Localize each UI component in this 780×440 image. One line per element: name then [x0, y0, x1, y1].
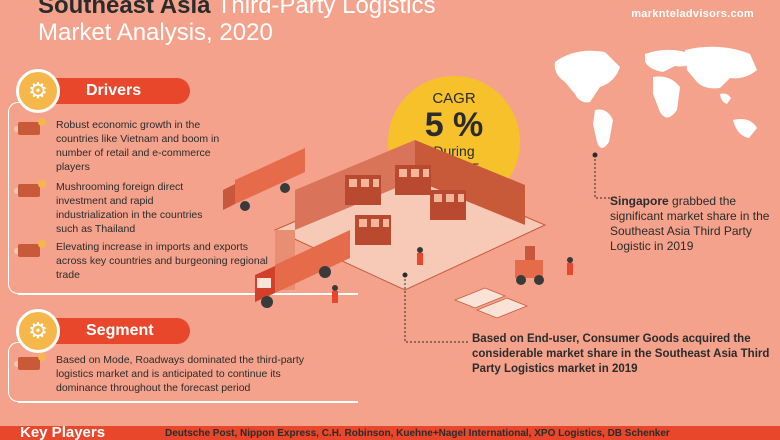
region-callout: Singapore grabbed the significant market…: [610, 194, 775, 254]
page-title: Southeast Asia Third-Party Logistics Mar…: [38, 0, 435, 46]
website-label: marknteladvisors.com: [631, 8, 754, 20]
key-players-heading: Key Players: [20, 424, 106, 440]
region-name: Singapore: [610, 194, 669, 208]
driver-item: Robust economic growth in the countries …: [14, 118, 314, 174]
world-map: [554, 46, 757, 148]
segment-item: Based on Mode, Roadways dominated the th…: [14, 353, 314, 395]
title-subline: Market Analysis, 2020: [38, 19, 273, 46]
cagr-label: CAGR: [432, 90, 476, 107]
drivers-heading: Drivers: [40, 78, 190, 104]
region-leader-line: [592, 152, 612, 199]
segment-bracket-tail: [18, 401, 358, 403]
driver-text: Mushrooming foreign direct investment an…: [56, 181, 203, 235]
driver-item: Mushrooming foreign direct investment an…: [14, 180, 314, 236]
warehouse-illustration: [223, 140, 573, 319]
region-text: grabbed the significant market share in …: [610, 194, 770, 253]
key-players-bar: [0, 426, 780, 440]
segment-heading-label: Segment: [86, 322, 154, 339]
title-region: Southeast Asia: [38, 0, 211, 19]
hand-coin-icon: [14, 353, 46, 375]
gears-icon: ⚙: [16, 69, 60, 113]
cagr-value: 5 %: [424, 106, 484, 144]
drivers-bracket-tail: [18, 293, 358, 295]
segment-heading: Segment: [40, 318, 190, 344]
enduser-callout: Based on End-user, Consumer Goods acquir…: [472, 333, 770, 375]
chart-gear-icon: ⚙: [16, 309, 60, 353]
driver-item: Elevating increase in imports and export…: [14, 240, 314, 282]
drivers-heading-label: Drivers: [86, 82, 142, 99]
driver-text: Robust economic growth in the countries …: [56, 119, 220, 173]
hand-coin-icon: [14, 118, 46, 140]
hand-coin-icon: [14, 180, 46, 202]
segment-text: Based on Mode, Roadways dominated the th…: [56, 354, 305, 394]
hand-coin-icon: [14, 240, 46, 262]
key-players-list: Deutsche Post, Nippon Express, C.H. Robi…: [165, 428, 670, 439]
title-topic: Third-Party Logistics: [210, 0, 436, 19]
driver-text: Elevating increase in imports and export…: [56, 241, 268, 281]
enduser-leader-line: [402, 272, 470, 343]
